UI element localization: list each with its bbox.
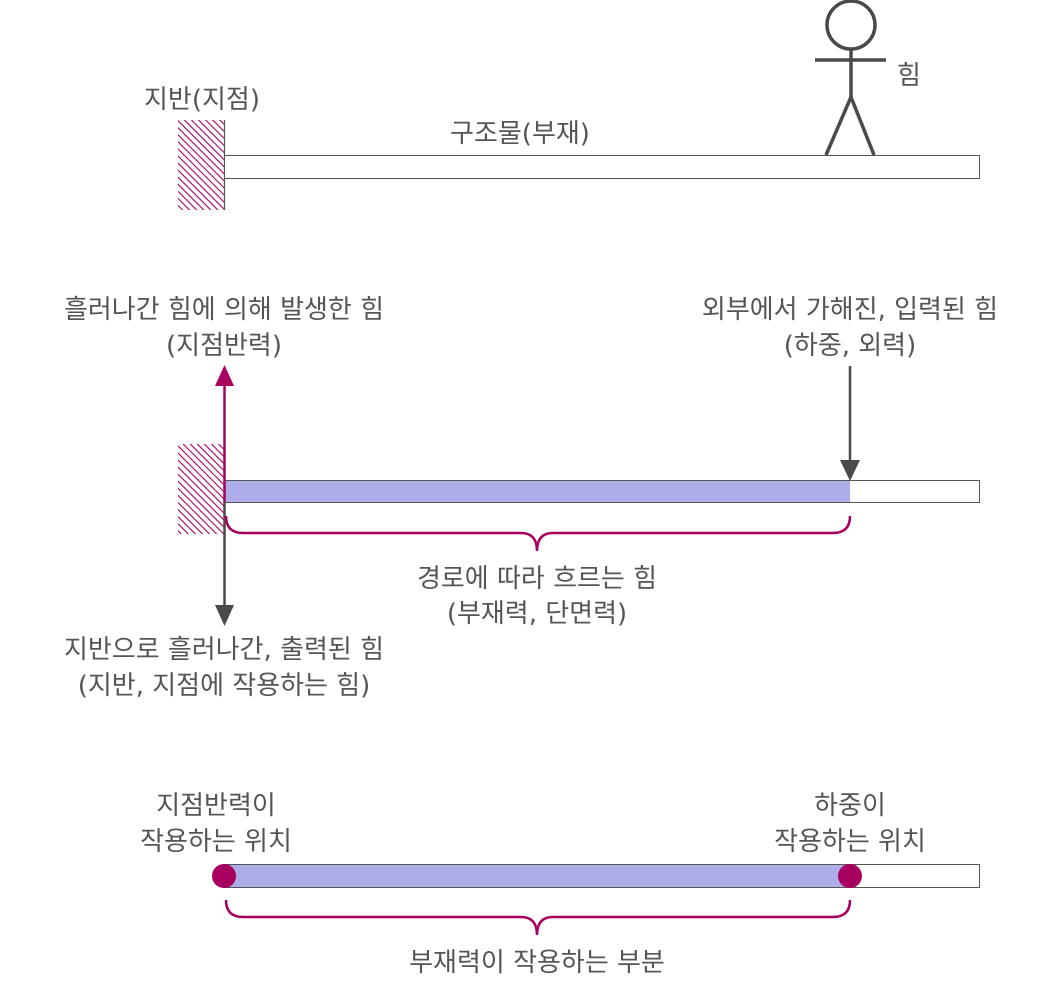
force-label: 힘 — [897, 61, 921, 91]
member-force-brace — [224, 899, 852, 936]
support-label: 지반(지점) — [144, 85, 260, 115]
reaction-position-line1: 지점반력이 — [156, 791, 276, 821]
output-arrowhead-icon — [215, 605, 234, 626]
member-label: 구조물(부재) — [450, 119, 590, 149]
member-force-fill — [225, 481, 850, 502]
support-hatch — [178, 120, 224, 210]
section-force-positions: 지점반력이 작용하는 위치 하중이 작용하는 위치 부재력이 작용하는 부분 — [140, 791, 980, 978]
reaction-label-line2: (지점반력) — [166, 331, 282, 361]
load-label-line1: 외부에서 가해진, 입력된 힘 — [702, 295, 998, 325]
reaction-point-icon — [212, 864, 236, 888]
output-label-line1: 지반으로 흘러나간, 출력된 힘 — [64, 635, 384, 665]
load-arrowhead-icon — [840, 460, 860, 481]
member-force-fill — [225, 865, 850, 887]
reaction-arrowhead-icon — [215, 365, 234, 386]
path-brace — [224, 515, 852, 552]
member-force-label: 부재력이 작용하는 부분 — [409, 948, 665, 978]
path-label-line1: 경로에 따라 흐르는 힘 — [417, 564, 657, 594]
reaction-label-line1: 흘러나간 힘에 의해 발생한 힘 — [64, 295, 384, 325]
load-label-line2: (하중, 외력) — [784, 331, 917, 361]
load-position-line1: 하중이 — [814, 791, 886, 821]
section-force-flow: 흘러나간 힘에 의해 발생한 힘 (지점반력) 외부에서 가해진, 입력된 힘 … — [64, 295, 998, 701]
load-position-line2: 작용하는 위치 — [774, 827, 926, 857]
path-label-line2: (부재력, 단면력) — [447, 599, 627, 629]
person-icon — [815, 0, 886, 156]
output-label-line2: (지반, 지점에 작용하는 힘) — [78, 671, 371, 701]
section-structure-overview: 지반(지점) 구조물(부재) 힘 — [144, 0, 980, 210]
member-beam — [224, 155, 980, 179]
load-point-icon — [838, 864, 862, 888]
reaction-position-line2: 작용하는 위치 — [140, 827, 292, 857]
support-hatch — [178, 444, 224, 534]
